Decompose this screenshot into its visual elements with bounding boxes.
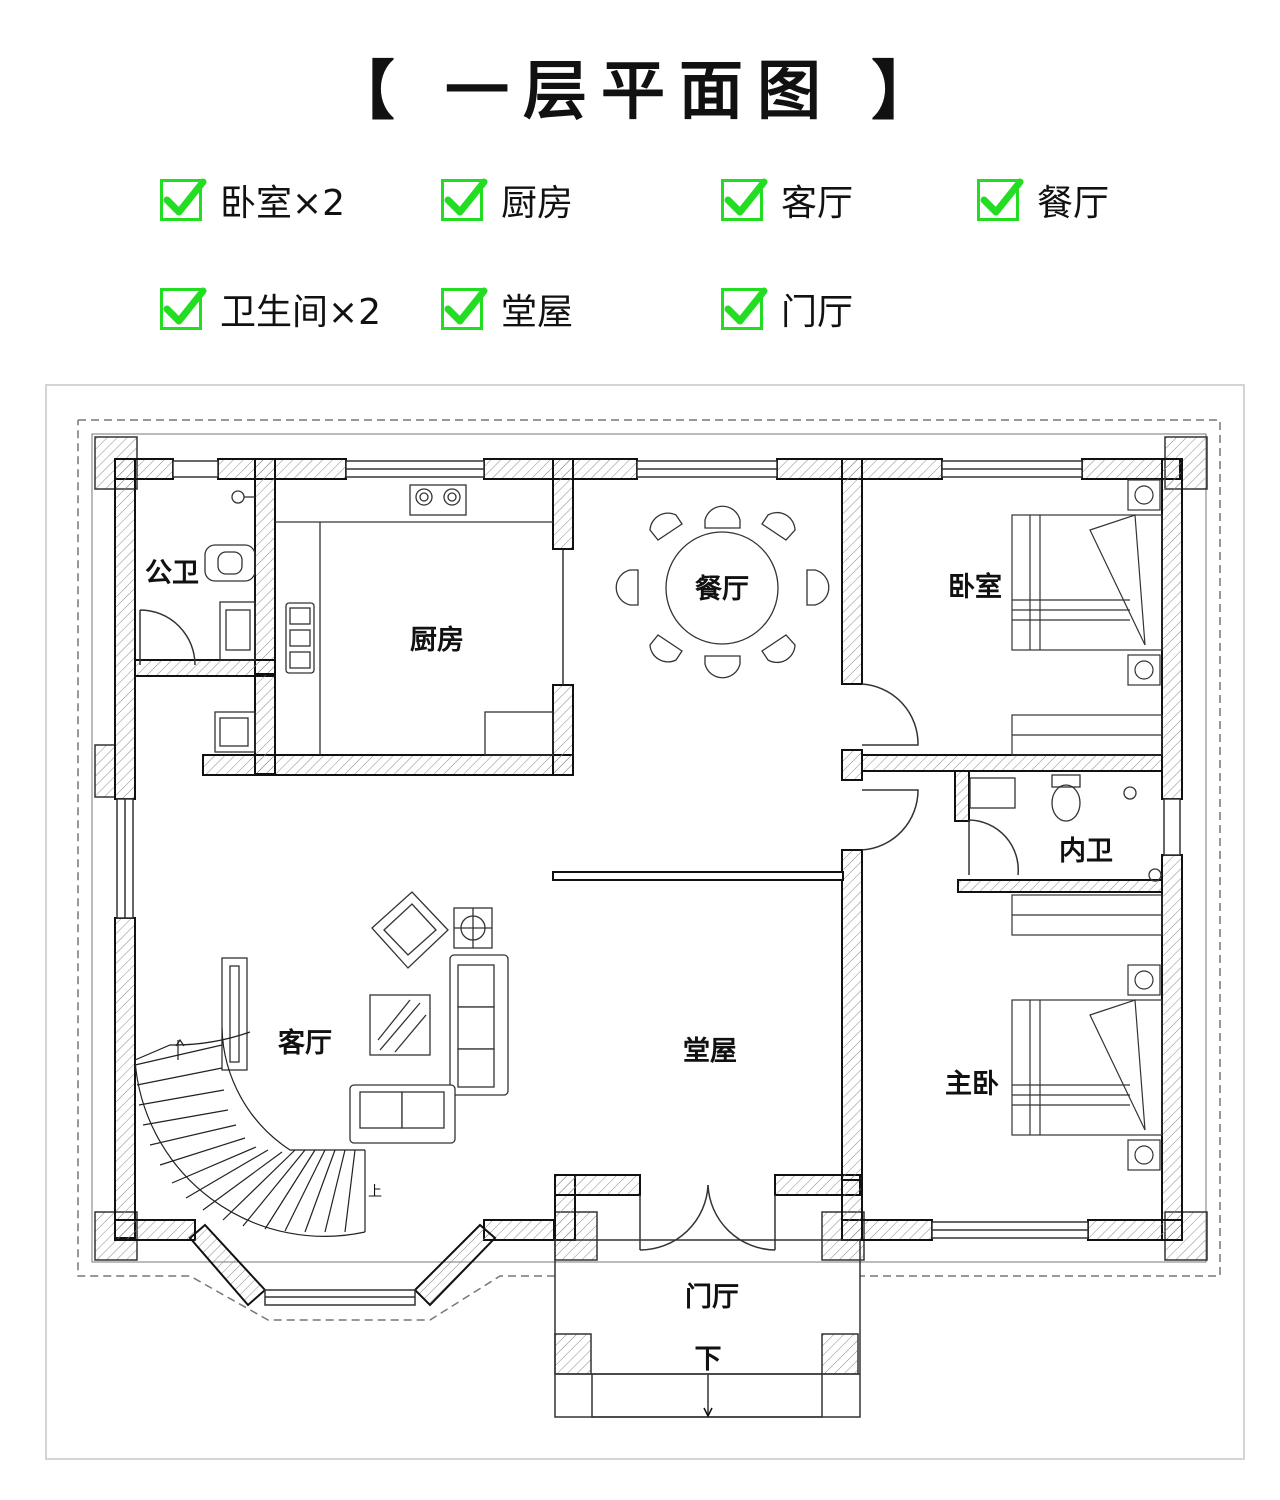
feature-label: 门厅 [781,292,854,333]
feature-bathroom: 卫生间×2 [160,284,381,334]
walls [114,458,1183,1307]
porch [554,1239,861,1418]
feature-label: 餐厅 [1037,183,1110,224]
bedroom-furniture [1011,479,1163,1171]
down-arrow-icon [703,1407,713,1418]
room-label-foyer: 门厅 [685,1282,739,1313]
eave-outline [77,419,1221,1321]
feature-hall: 堂屋 [441,284,573,334]
public-bath-fixtures [204,490,256,753]
plan-frame [45,384,1245,1460]
feature-living: 客厅 [721,175,853,225]
checkmark-icon [721,178,768,221]
stair-down-label: 下 [695,1344,722,1375]
partition-wall [552,871,844,881]
feature-foyer: 门厅 [721,284,853,334]
feature-label: 卫生间×2 [220,292,382,333]
feature-bedroom: 卧室×2 [160,175,345,225]
checkmark-icon [721,287,768,330]
living-furniture [349,891,509,1144]
windows [116,460,1181,1306]
kitchen-fixtures [275,484,554,756]
dining-table [615,505,830,679]
room-label-inner-bath: 内卫 [1059,836,1113,867]
staircase [134,957,366,1237]
feature-dining: 餐厅 [977,175,1109,225]
doors [139,550,1019,1251]
feature-label: 堂屋 [501,292,574,333]
inner-bath-fixtures [969,774,1162,882]
stair-up-label: 上 [368,1184,382,1200]
checkmark-icon [160,287,207,330]
room-label-dining: 餐厅 [695,574,749,605]
feature-kitchen: 厨房 [441,175,573,225]
feature-label: 卧室×2 [220,183,346,224]
page-title: 【 一层平面图 】 [330,55,950,129]
checkmark-icon [977,178,1024,221]
checkmark-icon [441,287,488,330]
room-label-living: 客厅 [278,1027,332,1059]
room-label-bedroom: 卧室 [948,571,1002,603]
room-label-kitchen: 厨房 [410,625,464,656]
room-label-hall: 堂屋 [683,1036,737,1067]
feature-label: 客厅 [781,183,854,224]
room-label-master: 主卧 [945,1069,999,1100]
checkmark-icon [160,178,207,221]
feature-label: 厨房 [501,183,574,224]
eave-inner-line [91,433,1207,1263]
checkmark-icon [441,178,488,221]
room-label-public-bath: 公卫 [145,558,199,589]
